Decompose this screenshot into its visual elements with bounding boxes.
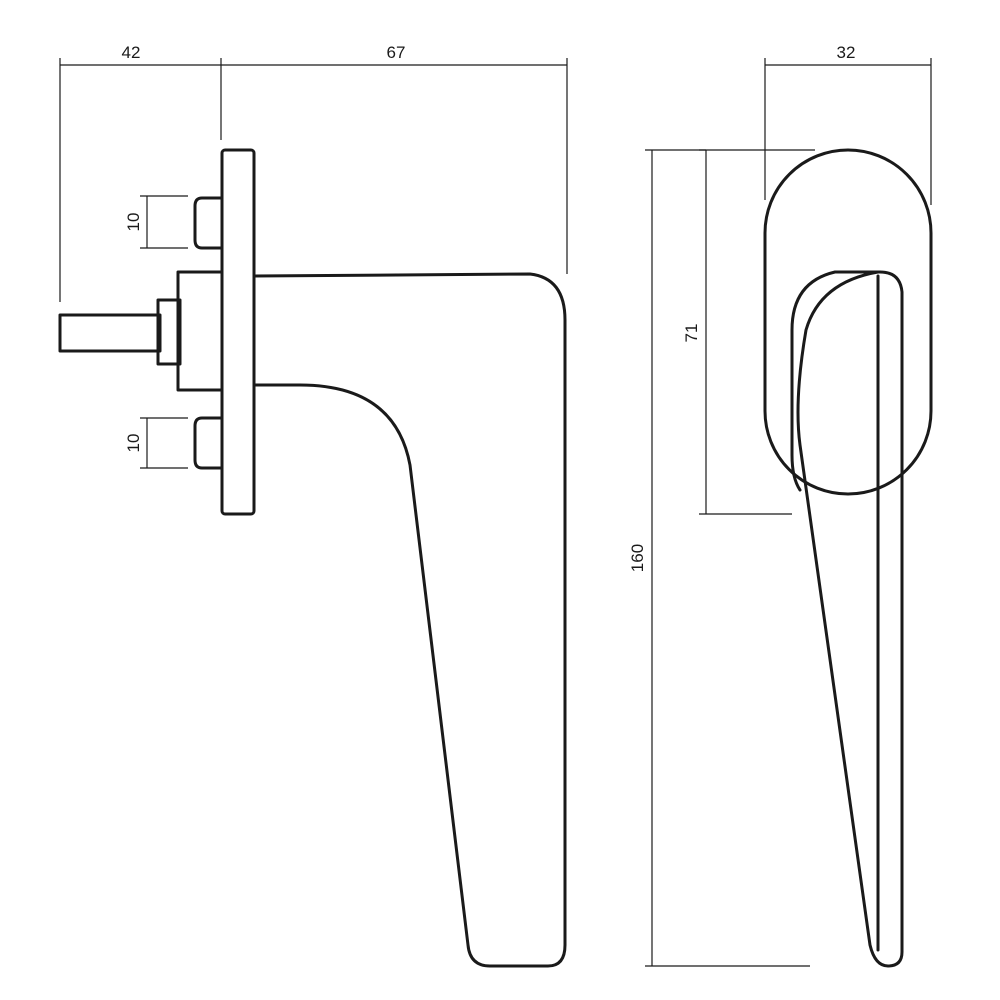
dim-rose-height: 71 — [682, 324, 701, 343]
front-dimensions: 42 67 10 10 — [59, 43, 568, 469]
rose-plate — [220, 148, 256, 516]
front-view — [58, 148, 567, 968]
dim-total-height: 160 — [628, 544, 647, 572]
lower-stud — [193, 416, 224, 470]
side-dimensions: 32 71 160 — [628, 43, 932, 967]
dim-handle-length: 67 — [387, 43, 406, 62]
neck-block — [176, 270, 224, 392]
dim-shaft-length: 42 — [122, 43, 141, 62]
side-view — [763, 148, 933, 968]
handle-lever — [252, 272, 567, 968]
spindle — [58, 313, 162, 353]
side-rose — [763, 148, 933, 496]
spindle-collar — [156, 298, 182, 366]
side-lever — [796, 270, 904, 968]
dim-upper-stud: 10 — [124, 213, 143, 232]
dim-rose-width: 32 — [837, 43, 856, 62]
upper-stud — [193, 196, 224, 250]
dim-lower-stud: 10 — [124, 434, 143, 453]
side-rose-recess — [790, 270, 880, 492]
